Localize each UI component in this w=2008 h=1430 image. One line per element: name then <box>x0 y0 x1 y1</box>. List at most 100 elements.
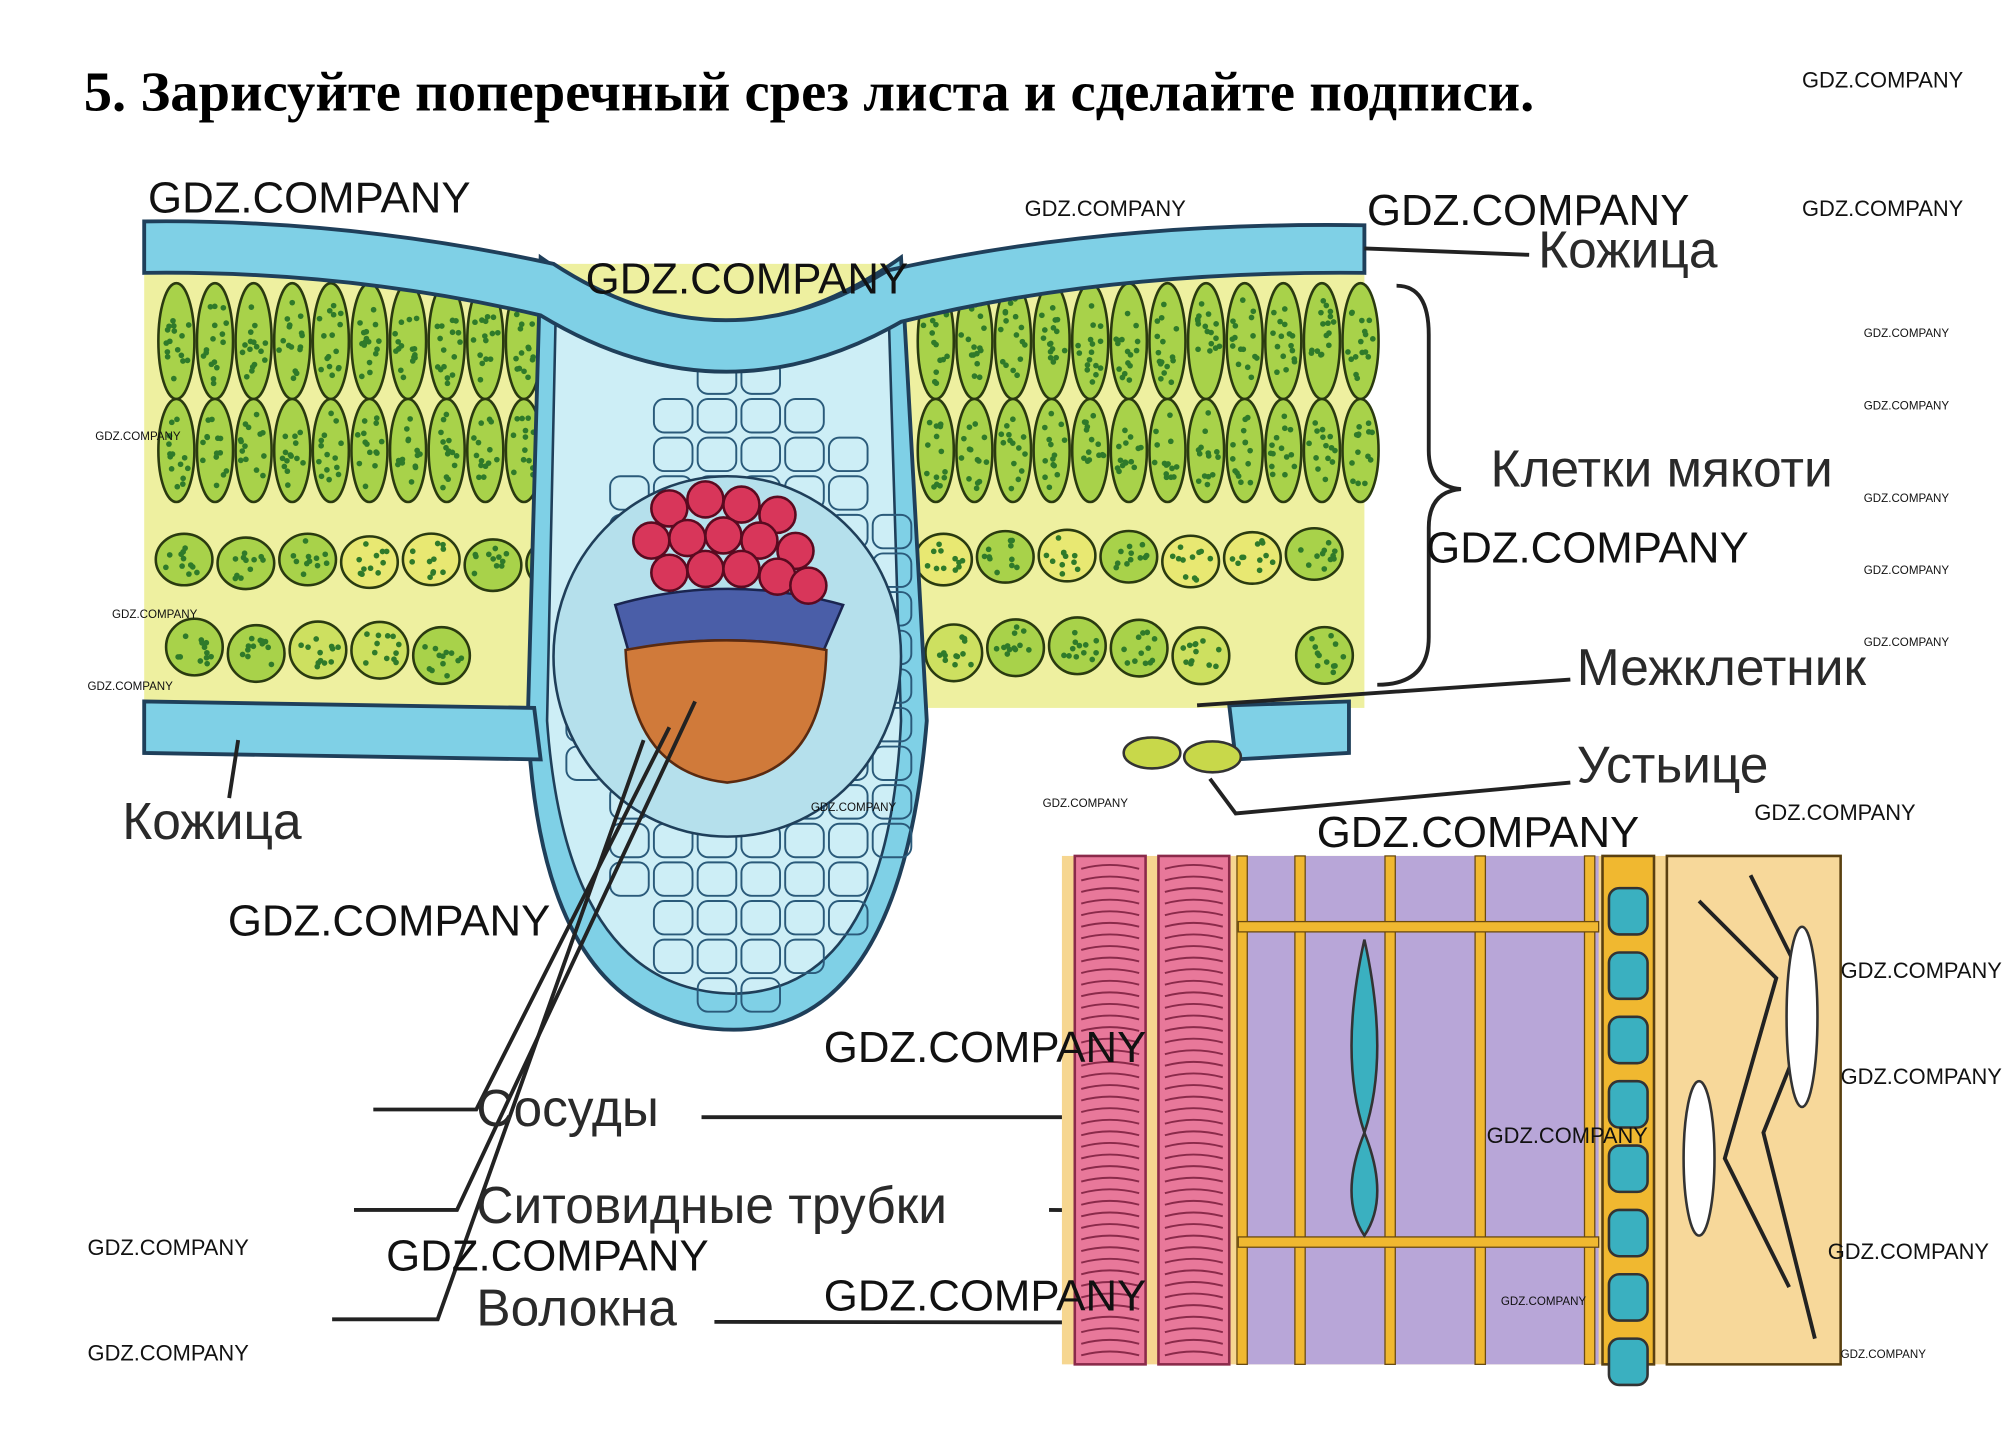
chloroplast <box>1002 309 1009 316</box>
chloroplast <box>357 320 363 326</box>
chloroplast <box>1127 556 1134 563</box>
chloroplast <box>1286 331 1293 337</box>
chloroplast <box>510 432 517 439</box>
chloroplast <box>529 321 536 327</box>
parenchyma-cell <box>740 436 782 473</box>
chloroplast <box>366 359 373 366</box>
chloroplast <box>1332 641 1339 647</box>
parenchyma-cell <box>740 977 782 1013</box>
chloroplast <box>1097 338 1104 345</box>
spiral-thickening <box>1164 1292 1224 1299</box>
chloroplast <box>1013 624 1020 630</box>
chloroplast <box>214 435 221 442</box>
chloroplast <box>335 471 342 478</box>
chloroplast <box>1135 445 1142 452</box>
companion-cell <box>1350 1129 1379 1238</box>
chloroplast <box>332 455 339 461</box>
spiral-thickening <box>1080 1026 1140 1032</box>
leader-line <box>354 700 697 1212</box>
chloroplast <box>265 644 272 651</box>
chloroplast <box>496 554 502 560</box>
chloroplast <box>1021 342 1028 348</box>
chloroplast <box>367 369 373 376</box>
watermark: GDZ.COMPANY <box>95 431 181 443</box>
chloroplast <box>245 643 252 649</box>
chloroplast <box>1142 660 1149 667</box>
mesophyll-cell <box>1161 534 1221 589</box>
chloroplast <box>250 339 257 346</box>
chloroplast <box>1134 338 1141 345</box>
chloroplast <box>455 329 462 336</box>
chloroplast <box>530 354 536 360</box>
chloroplast <box>1097 365 1104 371</box>
chloroplast <box>444 672 450 679</box>
chloroplast <box>323 560 330 567</box>
spiral-thickening <box>1164 1199 1224 1206</box>
chloroplast <box>1124 561 1130 567</box>
chloroplast <box>1232 322 1239 329</box>
chloroplast <box>1042 474 1048 481</box>
chloroplast <box>1049 558 1056 565</box>
chloroplast <box>1160 338 1166 345</box>
chloroplast <box>214 364 220 371</box>
xylem-vessel <box>686 549 725 589</box>
chloroplast <box>297 429 304 436</box>
chloroplast <box>998 431 1005 438</box>
chloroplast <box>1093 649 1099 656</box>
chloroplast <box>1043 552 1050 559</box>
chloroplast <box>1319 426 1326 433</box>
spiral-thickening <box>1164 933 1224 940</box>
chloroplast <box>354 431 361 438</box>
chloroplast <box>1328 444 1335 451</box>
watermark: GDZ.COMPANY <box>88 681 174 693</box>
chloroplast <box>371 649 378 656</box>
chloroplast <box>952 567 959 573</box>
chloroplast <box>1355 449 1361 455</box>
chloroplast <box>405 436 412 443</box>
spiral-thickening <box>1080 991 1140 998</box>
chloroplast <box>1316 652 1322 659</box>
chloroplast <box>952 555 958 562</box>
spiral-thickening <box>1164 1060 1224 1067</box>
chloroplast <box>213 482 220 489</box>
guard-cell <box>1182 740 1243 774</box>
chloroplast <box>1050 456 1056 462</box>
chloroplast <box>1191 575 1198 581</box>
chloroplast <box>314 562 321 569</box>
chloroplast <box>237 436 244 443</box>
chloroplast <box>205 417 212 423</box>
spiral-thickening <box>1080 863 1140 870</box>
chloroplast <box>390 633 396 640</box>
chloroplast <box>974 456 981 463</box>
spiral-thickening <box>1164 1246 1224 1253</box>
chloroplast <box>1012 646 1019 653</box>
spiral-thickening <box>1080 1292 1140 1299</box>
chloroplast <box>971 344 977 350</box>
chloroplast <box>1059 571 1066 577</box>
chloroplast <box>194 569 200 576</box>
chloroplast <box>179 563 185 569</box>
mesophyll-cell <box>226 623 286 684</box>
chloroplast <box>1047 340 1054 347</box>
sieve-tube-wall <box>1294 855 1306 1366</box>
chloroplast <box>326 307 333 314</box>
spiral-thickening <box>1164 1281 1224 1287</box>
chloroplast <box>374 640 380 647</box>
chloroplast <box>931 484 937 490</box>
chloroplast <box>203 654 210 661</box>
chloroplast <box>1240 427 1247 434</box>
chloroplast <box>1340 653 1347 660</box>
chloroplast <box>494 329 501 336</box>
cell-nucleus <box>1607 1079 1649 1129</box>
chloroplast <box>427 574 433 581</box>
chloroplast <box>525 374 531 381</box>
chloroplast <box>1282 471 1288 478</box>
chloroplast <box>261 453 267 459</box>
parenchyma-cell <box>740 938 782 975</box>
chloroplast <box>953 653 959 659</box>
spiral-thickening <box>1164 1257 1224 1264</box>
chloroplast <box>503 550 510 557</box>
chloroplast <box>1213 449 1220 455</box>
chloroplast <box>363 328 370 335</box>
chloroplast <box>1182 574 1189 580</box>
